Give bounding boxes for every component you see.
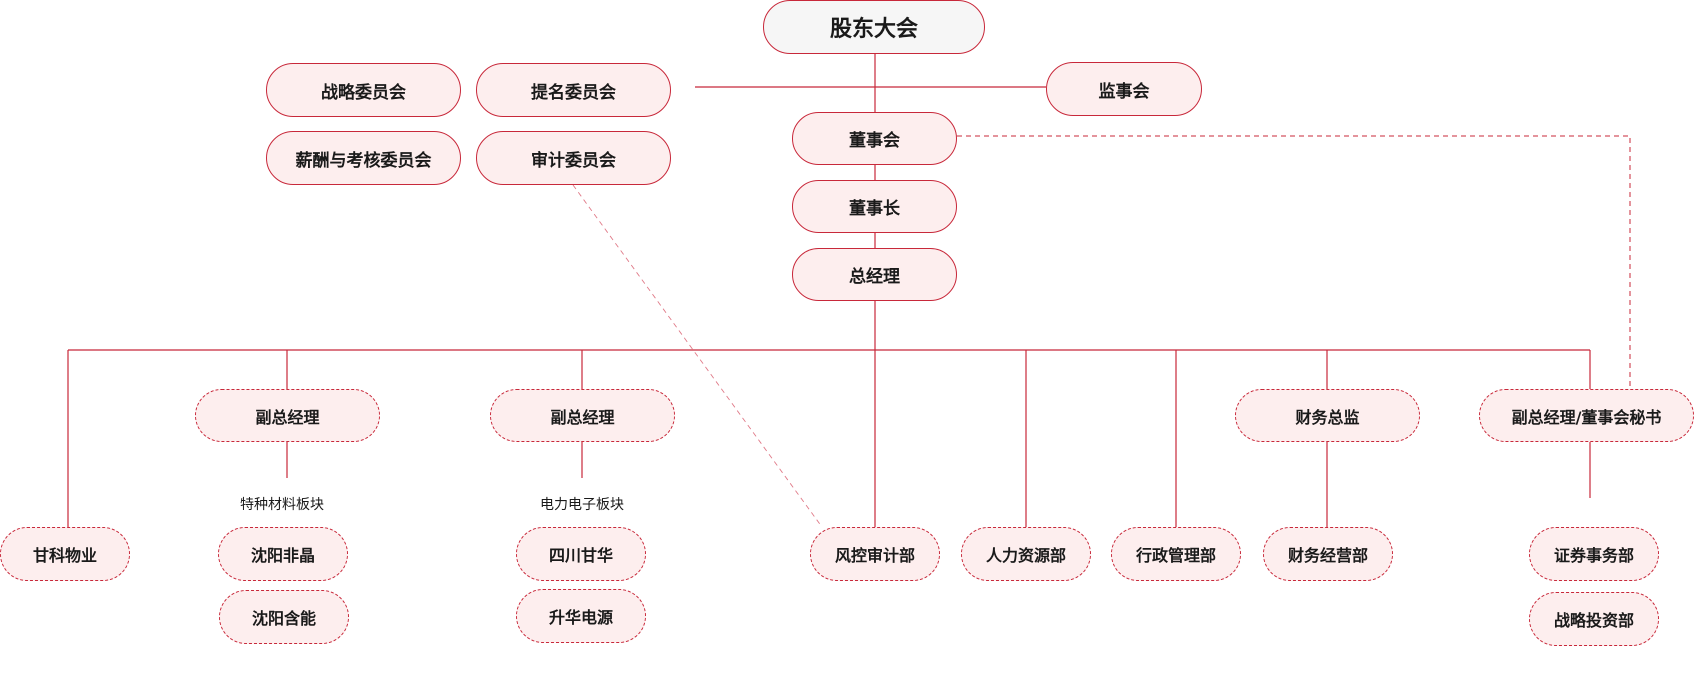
audit-committee-node[interactable]: 审计委员会 — [476, 131, 671, 185]
supervisory-board-node[interactable]: 监事会 — [1046, 62, 1202, 116]
sichuan-ganhua-node[interactable]: 四川甘华 — [516, 527, 646, 581]
shenghua-power-node[interactable]: 升华电源 — [516, 589, 646, 643]
vice-gm-secretary-node[interactable]: 副总经理/董事会秘书 — [1479, 389, 1694, 442]
risk-audit-dept-node[interactable]: 风控审计部 — [810, 527, 940, 581]
vice-gm-1-node[interactable]: 副总经理 — [195, 389, 380, 442]
vice-gm-2-node[interactable]: 副总经理 — [490, 389, 675, 442]
hr-dept-node[interactable]: 人力资源部 — [961, 527, 1091, 581]
dashed-board-secretary — [957, 135, 1631, 389]
finance-ops-dept-node[interactable]: 财务经营部 — [1263, 527, 1393, 581]
chairman-node[interactable]: 董事长 — [792, 180, 957, 233]
finance-director-node[interactable]: 财务总监 — [1235, 389, 1420, 442]
strategy-committee-node[interactable]: 战略委员会 — [266, 63, 461, 117]
general-manager-node[interactable]: 总经理 — [792, 248, 957, 301]
special-materials-label: 特种材料板块 — [240, 497, 324, 513]
admin-dept-node[interactable]: 行政管理部 — [1111, 527, 1241, 581]
dashed-audit-riskaudit — [572, 184, 823, 528]
shenyang-amorphous-node[interactable]: 沈阳非晶 — [218, 527, 348, 581]
board-of-directors-node[interactable]: 董事会 — [792, 112, 957, 165]
nomination-committee-node[interactable]: 提名委员会 — [476, 63, 671, 117]
gank-property-node[interactable]: 甘科物业 — [0, 527, 130, 581]
power-electronics-label: 电力电子板块 — [540, 497, 624, 513]
strategic-invest-dept-node[interactable]: 战略投资部 — [1529, 592, 1659, 646]
shareholders-meeting-node[interactable]: 股东大会 — [763, 0, 985, 54]
shenyang-hanneng-node[interactable]: 沈阳含能 — [219, 590, 349, 644]
compensation-committee-node[interactable]: 薪酬与考核委员会 — [266, 131, 461, 185]
securities-dept-node[interactable]: 证券事务部 — [1529, 527, 1659, 581]
